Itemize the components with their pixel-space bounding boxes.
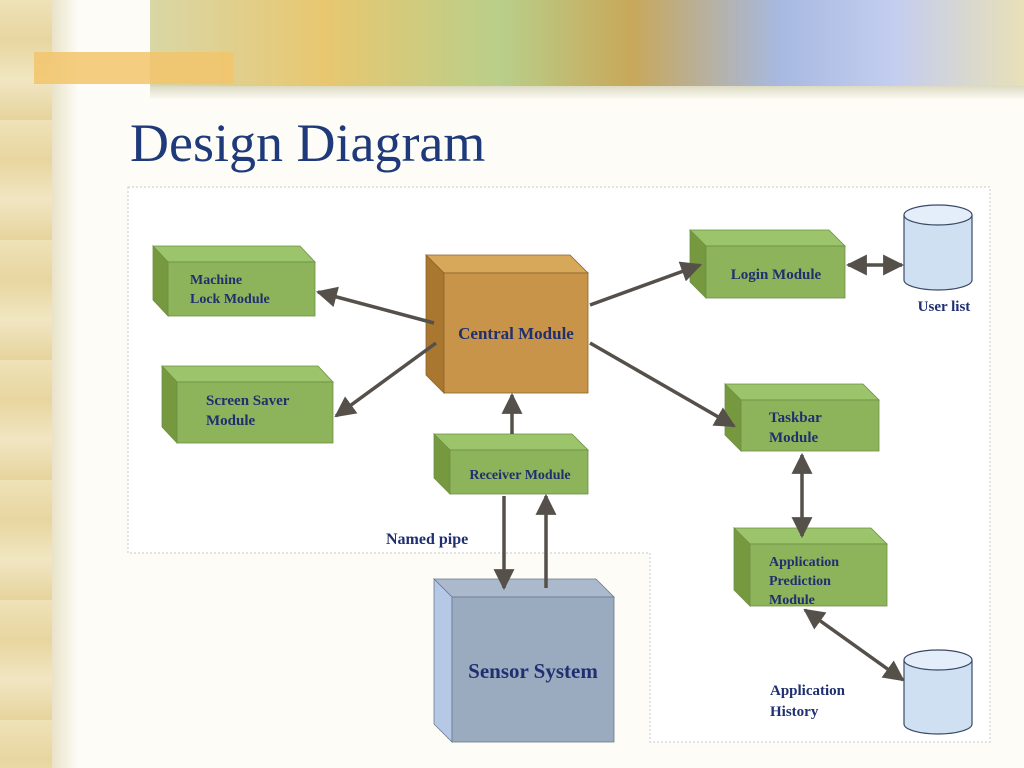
sensor-system: Sensor System [433,578,615,743]
app-prediction-label-3: Module [769,593,815,608]
sensor-system-label: Sensor System [468,659,598,683]
svg-text:Module: Module [769,430,819,446]
screen-saver-label-2: Module [206,413,256,429]
screen-saver-label-1: Screen Saver [206,393,290,409]
app-prediction-label-2: Prediction [769,574,831,589]
svg-text:User list: User list [918,299,971,315]
left-decorative-strip [0,0,78,768]
svg-text:Sensor System: Sensor System [468,659,598,683]
app-history-label-2: History [770,704,819,720]
user-list-label: User list [918,299,971,315]
svg-text:Login Module: Login Module [731,267,822,283]
named-pipe-label: Named pipe [386,531,468,548]
login-module: Login Module [689,229,846,299]
svg-text:Lock Module: Lock Module [190,292,270,307]
svg-text:Taskbar: Taskbar [769,410,822,426]
top-decorative-banner [150,0,1024,86]
screen-saver-module: Screen Saver Module [161,364,334,445]
receiver-module-label: Receiver Module [469,468,570,483]
taskbar-label-1: Taskbar [769,410,822,426]
arrow-central-to-machine-lock [315,286,435,325]
app-prediction-label-1: Application [769,555,839,570]
svg-text:Module: Module [206,413,256,429]
application-prediction-module: Application Prediction Module [733,527,888,608]
svg-text:Application: Application [769,555,839,570]
svg-text:Application: Application [770,683,846,699]
svg-text:History: History [770,704,819,720]
user-list-database-icon [903,204,973,291]
svg-text:Module: Module [769,593,815,608]
svg-text:Prediction: Prediction [769,574,831,589]
arrow-central-to-taskbar [589,341,736,428]
machine-lock-label-1: Machine [190,273,242,288]
svg-text:Receiver Module: Receiver Module [469,468,570,483]
central-module-label: Central Module [458,324,574,343]
slide-title: Design Diagram [130,113,486,173]
login-module-label: Login Module [731,267,822,283]
central-module: Central Module [425,254,589,394]
taskbar-label-2: Module [769,430,819,446]
app-history-label-1: Application [770,683,846,699]
application-history-database-icon [903,649,973,735]
svg-text:Central Module: Central Module [458,324,574,343]
arrow-central-to-screen-saver [334,341,438,418]
arrow-central-to-login [589,261,702,307]
receiver-module: Receiver Module [433,433,589,495]
banner-accent [34,52,234,84]
svg-text:Named pipe: Named pipe [386,531,468,548]
machine-lock-label-2: Lock Module [190,292,270,307]
svg-text:Screen Saver: Screen Saver [206,393,290,409]
svg-text:Machine: Machine [190,273,242,288]
arrow-app-prediction-history [803,608,905,682]
taskbar-module: Taskbar Module [724,383,880,452]
machine-lock-module: Machine Lock Module [152,244,316,318]
banner-shadow [150,86,1024,100]
